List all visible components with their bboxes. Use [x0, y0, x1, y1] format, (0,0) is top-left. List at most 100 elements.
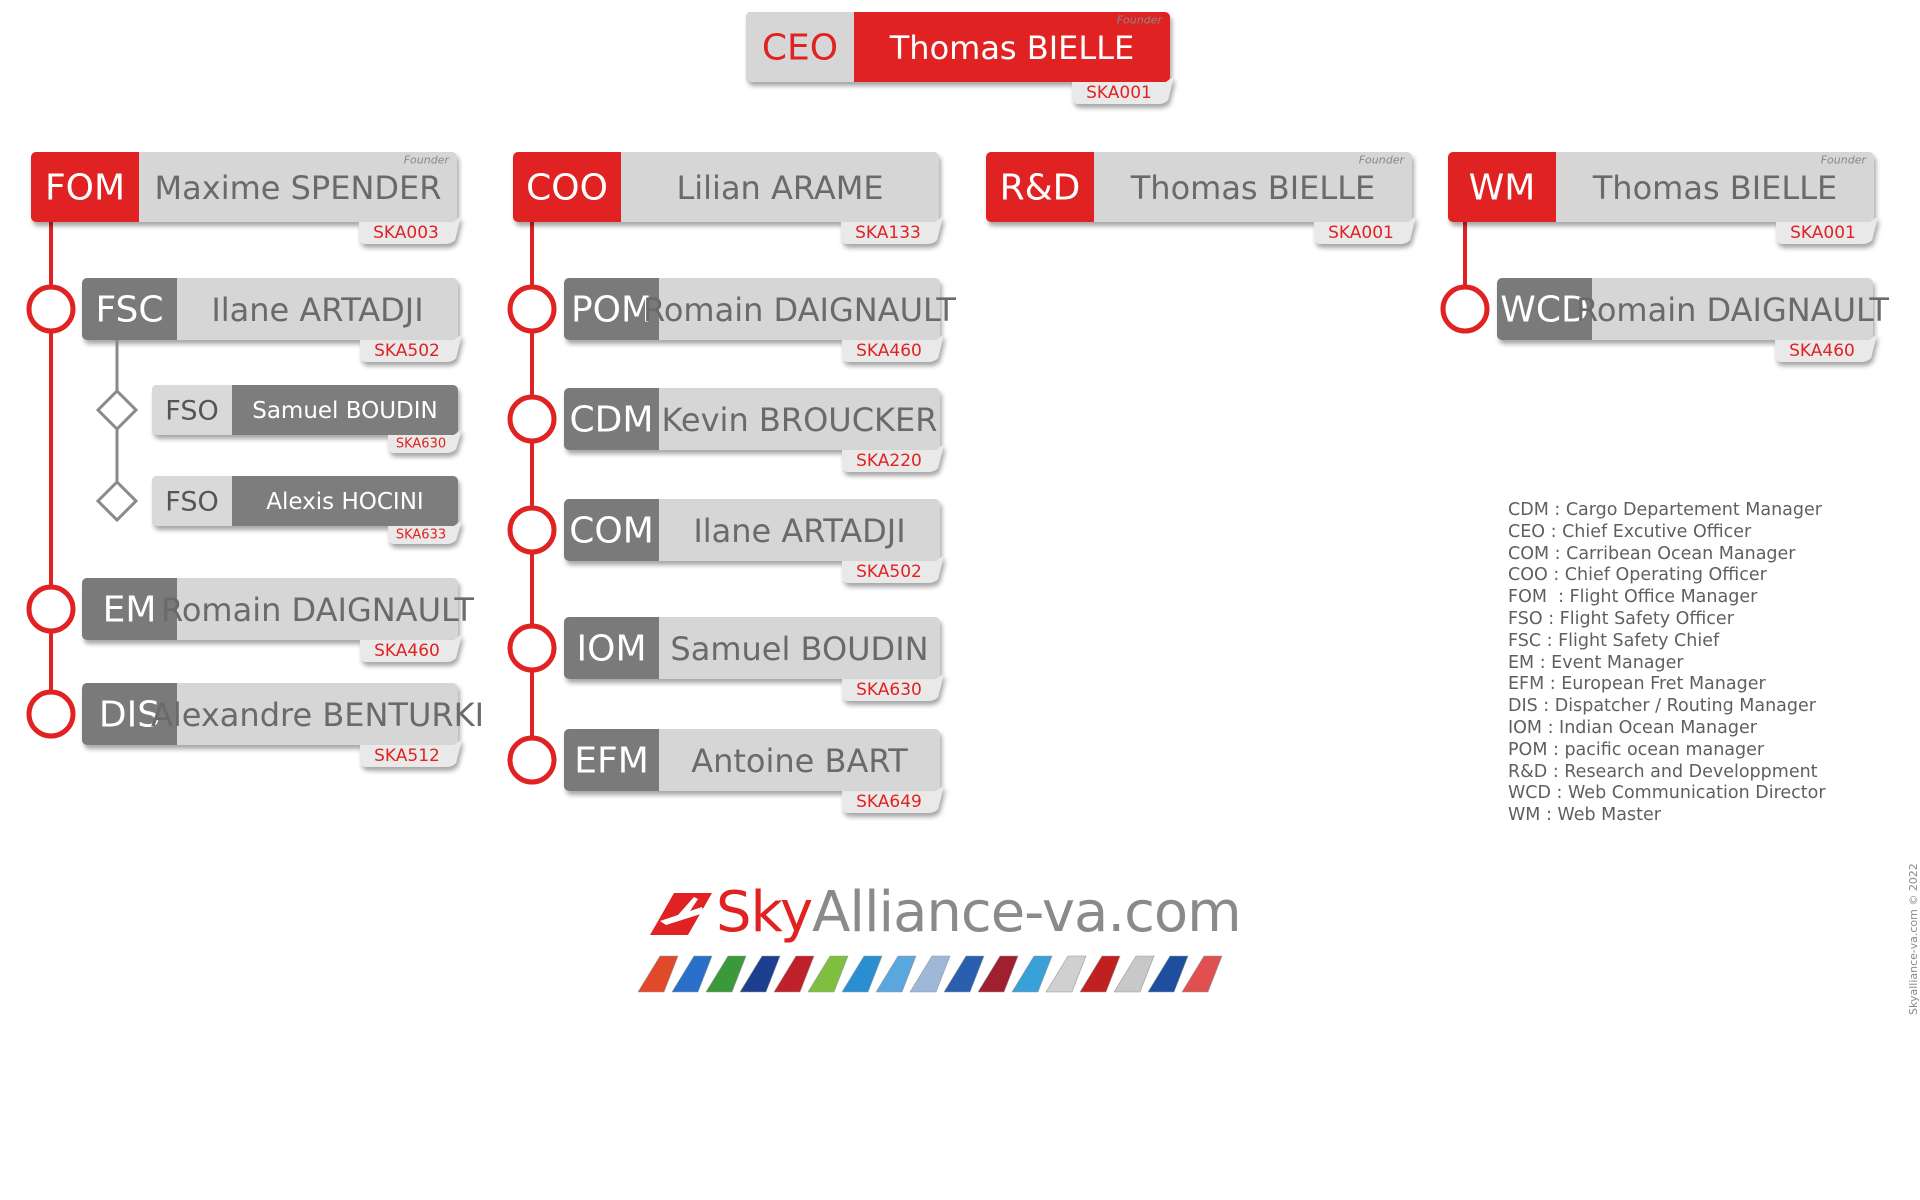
- airline-tails: [638, 955, 1223, 993]
- legend-item: EM : Event Manager: [1508, 652, 1684, 673]
- coo-card-role-edge: [615, 152, 621, 222]
- fsc-card-role: FSC: [95, 290, 163, 331]
- fso-node-1: [95, 388, 139, 432]
- fso-card-1-id: SKA630: [396, 437, 446, 452]
- rnd-card-role-box: [986, 152, 1094, 222]
- dis-card-role-box: [82, 683, 177, 745]
- pom-card-id-tab: [842, 334, 944, 362]
- wm-card-role-box: [1448, 152, 1556, 222]
- wm-card-note: Founder: [1821, 154, 1868, 167]
- em-card-name: Romain DAIGNAULT: [161, 591, 474, 629]
- rnd-card-role: R&D: [1000, 168, 1081, 209]
- dis-card-name: Alexandre BENTURKI: [151, 696, 484, 734]
- fso-node-2: [95, 479, 139, 523]
- legend-item: DIS : Dispatcher / Routing Manager: [1508, 696, 1816, 717]
- efm-card-name: Antoine BART: [691, 742, 908, 780]
- ceo-card-role-edge: [848, 12, 854, 82]
- legend-item: R&D : Research and Developpment: [1508, 761, 1818, 782]
- airline-tail-icon: [1011, 955, 1053, 993]
- com-node: [507, 505, 557, 555]
- coo-card-id-tab: [841, 216, 943, 244]
- airline-tail-icon: [977, 955, 1019, 993]
- pom-card-role: POM: [571, 290, 652, 331]
- airline-tail-icon: [875, 955, 917, 993]
- ceo-card-role-box: [746, 12, 854, 82]
- com-card-name: Ilane ARTADJI: [693, 512, 905, 550]
- airline-tail-icon: [773, 955, 815, 993]
- airline-tail-icon: [1113, 955, 1155, 993]
- logo-sky: Sky: [716, 880, 813, 945]
- pom-card-id: SKA460: [856, 341, 922, 361]
- wm-card-name: Thomas BIELLE: [1592, 169, 1838, 207]
- legend-item: FSO : Flight Safety Officer: [1508, 608, 1734, 629]
- airline-tail-icon: [841, 955, 883, 993]
- efm-card-id-tab: [842, 785, 944, 813]
- wcd-card-id: SKA460: [1789, 341, 1855, 361]
- fso-card-2-role-edge: [226, 476, 232, 526]
- dis-node: [26, 689, 76, 739]
- coo-card-role-box: [513, 152, 621, 222]
- fom-card-role: FOM: [45, 168, 125, 209]
- em-card-role: EM: [103, 590, 157, 631]
- plane-logo-icon: [650, 893, 712, 935]
- rnd-card-name: Thomas BIELLE: [1130, 169, 1376, 207]
- em-node: [26, 584, 76, 634]
- cdm-card-id: SKA220: [856, 451, 922, 471]
- wcd-card-role-edge: [1586, 278, 1592, 340]
- cdm-card-role-box: [564, 388, 659, 450]
- iom-card-id-tab: [842, 673, 944, 701]
- legend-item: POM : pacific ocean manager: [1508, 739, 1765, 760]
- iom-card-id: SKA630: [856, 680, 922, 700]
- fom-card-note: Founder: [404, 154, 451, 167]
- cdm-card-id-tab: [842, 444, 944, 472]
- rnd-card-id-tab: [1314, 216, 1416, 244]
- efm-card-role-edge: [653, 729, 659, 791]
- coo-card-id: SKA133: [855, 223, 921, 243]
- em-card-role-box: [82, 578, 177, 640]
- fso-card-2-role-box: [152, 476, 232, 526]
- pom-card-name: Romain DAIGNAULT: [643, 291, 956, 329]
- rnd-card-note: Founder: [1359, 154, 1406, 167]
- com-card-id-tab: [842, 555, 944, 583]
- fsc-card-name: Ilane ARTADJI: [211, 291, 423, 329]
- fom-card-role-box: [31, 152, 139, 222]
- rnd-card-id: SKA001: [1328, 223, 1394, 243]
- wcd-node: [1440, 284, 1490, 334]
- fsc-card-role-box: [82, 278, 177, 340]
- wcd-card-id-tab: [1775, 334, 1877, 362]
- fso-card-1-role-box: [152, 385, 232, 435]
- airline-tail-icon: [671, 955, 713, 993]
- ceo-card-id: SKA001: [1086, 83, 1152, 103]
- em-card-role-edge: [171, 578, 177, 640]
- pom-node: [507, 284, 557, 334]
- legend-item: FOM : Flight Office Manager: [1508, 587, 1758, 608]
- em-card-id-tab: [360, 634, 462, 662]
- legend-item: EFM : European Fret Manager: [1508, 674, 1766, 695]
- iom-node: [507, 623, 557, 673]
- legend-item: FSC : Flight Safety Chief: [1508, 630, 1720, 651]
- airline-tail-icon: [909, 955, 951, 993]
- legend-item: IOM : Indian Ocean Manager: [1508, 717, 1757, 738]
- fso-card-2-id-tab: [388, 520, 462, 544]
- coo-card-role: COO: [526, 168, 608, 209]
- wm-card-id-tab: [1776, 216, 1878, 244]
- cdm-node: [507, 394, 557, 444]
- dis-card-role: DIS: [99, 695, 160, 736]
- fso-card-1-id-tab: [388, 429, 462, 453]
- cdm-card-role-edge: [653, 388, 659, 450]
- com-card-role-edge: [653, 499, 659, 561]
- cdm-card-name: Kevin BROUCKER: [662, 401, 938, 439]
- iom-card-role-box: [564, 617, 659, 679]
